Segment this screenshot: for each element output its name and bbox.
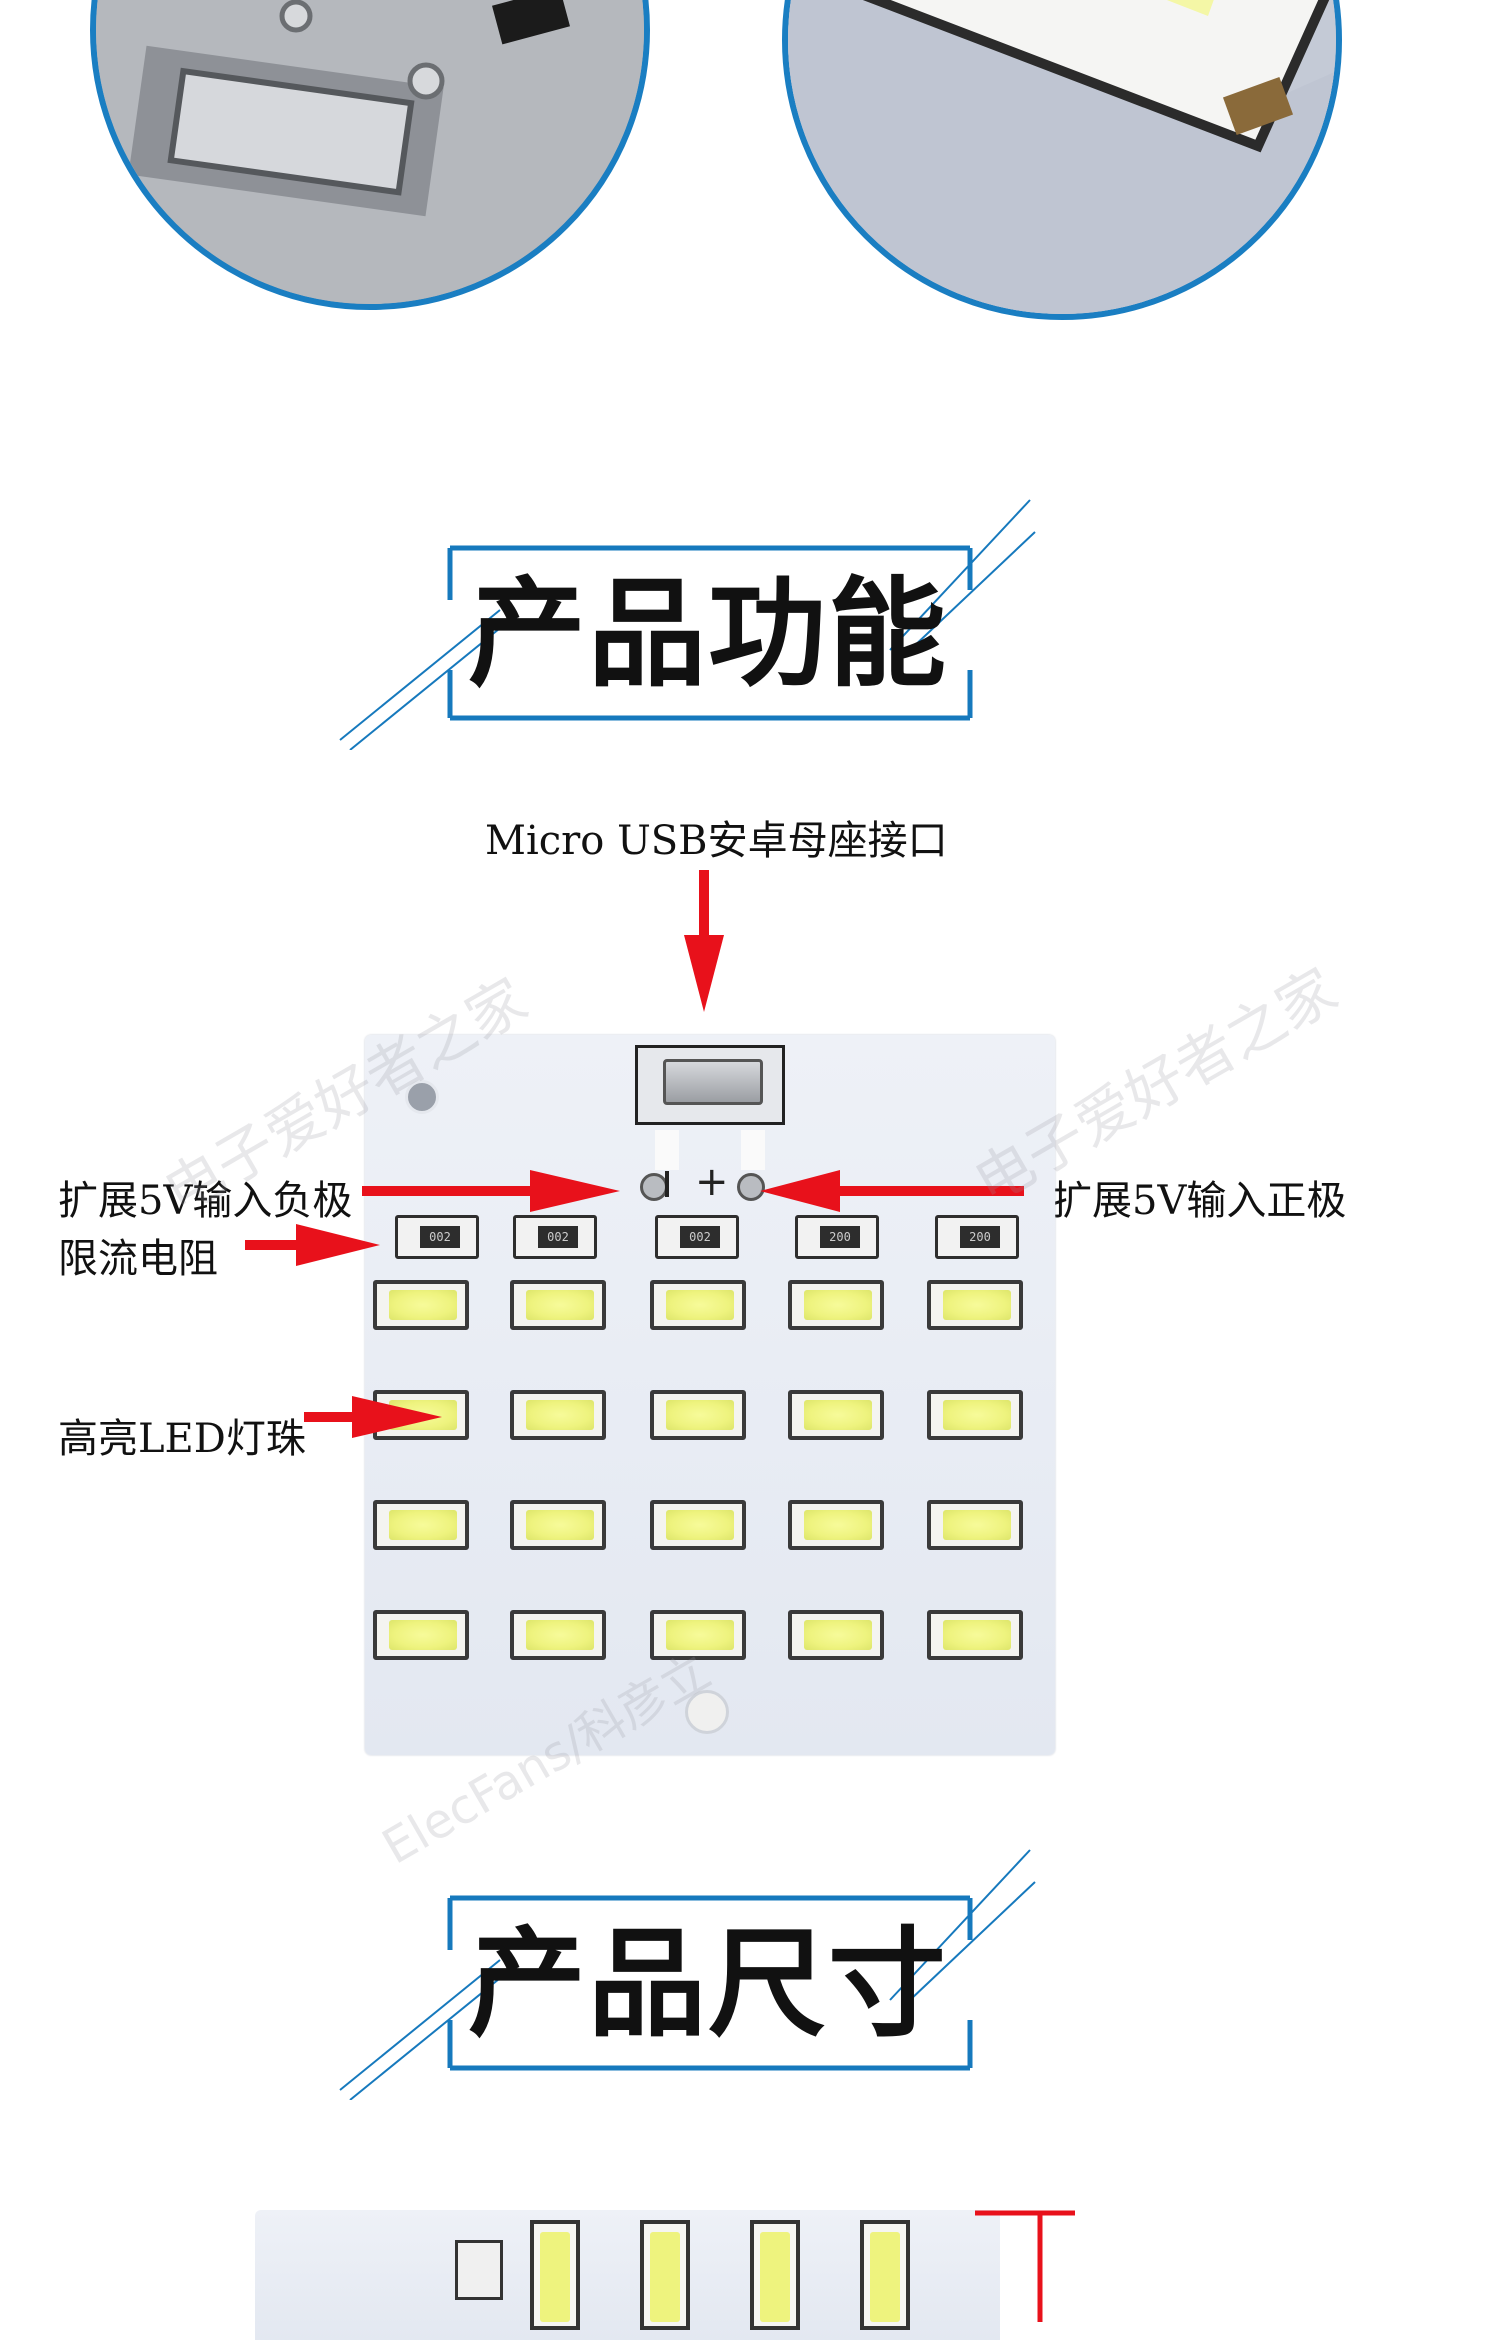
led-chip [927,1610,1023,1660]
magnified-led-view [782,0,1342,320]
led-chip-illustration [788,0,1336,314]
section-header-size: 产品尺寸 [330,1840,1050,2100]
resistor-code: 002 [680,1226,720,1248]
resistor-code: 002 [538,1226,578,1248]
led-chip [750,2220,800,2330]
usb-port-label: Micro USB安卓母座接口 [485,818,948,864]
resistor: 200 [935,1215,1019,1259]
led-chip [927,1390,1023,1440]
resistor-code: 002 [420,1226,460,1248]
header-decoration [339,499,1036,750]
resistor-code: 200 [820,1226,860,1248]
led-chip [640,2220,690,2330]
arrow-usb [684,870,724,1012]
led-chip [373,1610,469,1660]
resistor: 002 [395,1215,479,1259]
led-chip [510,1280,606,1330]
resistor [455,2240,503,2300]
plus-mark: + [695,1159,729,1205]
led-chip [510,1610,606,1660]
negative-input-label: 扩展5V输入负极 [58,1178,353,1224]
mounting-hole [405,1080,439,1114]
led-chip [373,1500,469,1550]
resistor: 200 [795,1215,879,1259]
led-chip [927,1500,1023,1550]
resistor: 002 [513,1215,597,1259]
led-chip [373,1280,469,1330]
resistor: 002 [655,1215,739,1259]
usb-port-illustration [96,0,644,304]
usb-pad-right [741,1130,765,1170]
section-title: 产品功能 [467,564,948,703]
led-chip [788,1500,884,1550]
led-label: 高亮LED灯珠 [58,1416,306,1462]
led-chip [788,1610,884,1660]
positive-pad [737,1173,765,1201]
minus-mark [665,1171,669,1197]
usb-connector [635,1045,785,1170]
positive-input-label: 扩展5V输入正极 [1052,1178,1347,1224]
arrow-negative [362,1170,620,1212]
led-chip [650,1390,746,1440]
led-chip [788,1280,884,1330]
section-title: 产品尺寸 [467,1914,948,2053]
header-decoration [339,1849,1036,2100]
led-chip [860,2220,910,2330]
magnified-usb-port-view [90,0,650,310]
section-header-function: 产品功能 [330,490,1050,750]
led-chip [510,1500,606,1550]
board-side-view [255,2210,1000,2340]
led-chip [510,1390,606,1440]
mounting-hole-bottom [685,1690,729,1734]
arrow-led [304,1396,442,1438]
led-chip [788,1390,884,1440]
arrow-resistor [245,1224,380,1266]
usb-shell [663,1059,763,1105]
usb-pad-left [655,1130,679,1170]
resistor-code: 200 [960,1226,1000,1248]
led-chip [927,1280,1023,1330]
led-chip [530,2220,580,2330]
resistor-label: 限流电阻 [58,1236,218,1282]
led-chip [650,1610,746,1660]
arrow-positive [760,1170,1024,1212]
led-chip [650,1500,746,1550]
led-chip [650,1280,746,1330]
